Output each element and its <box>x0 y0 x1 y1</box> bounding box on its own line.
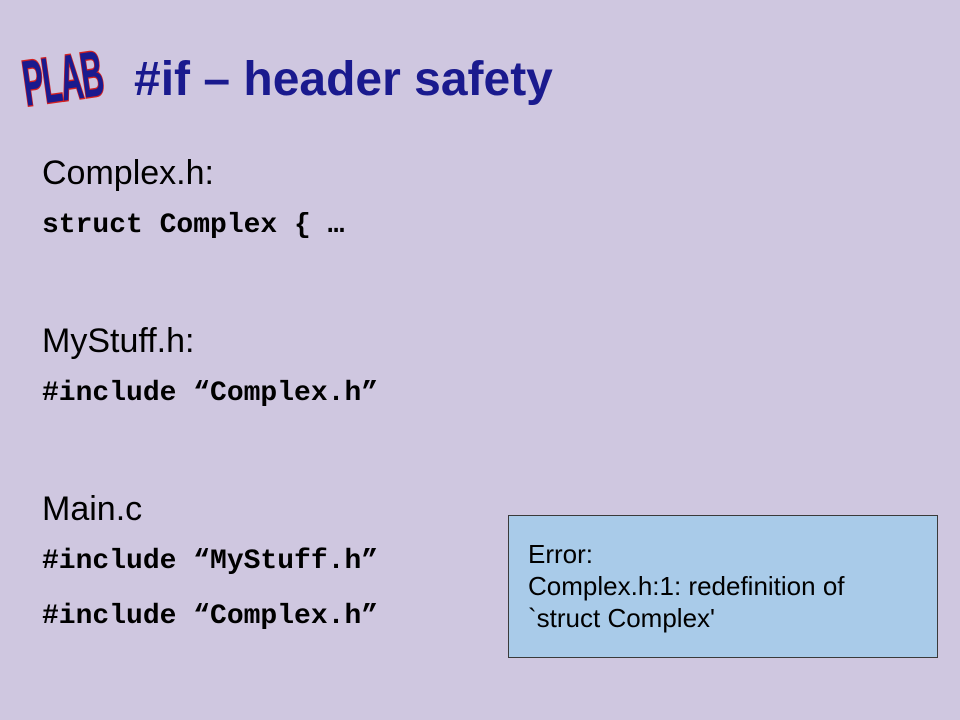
heading-main-c: Main.c <box>42 490 143 528</box>
plab-logo: PLAB <box>17 36 108 120</box>
heading-mystuff-h: MyStuff.h: <box>42 322 195 360</box>
error-callout: Error: Complex.h:1: redefinition of `str… <box>508 515 938 658</box>
error-line-message: Complex.h:1: redefinition of <box>528 571 845 601</box>
heading-complex-h: Complex.h: <box>42 154 214 192</box>
plab-logo-text: PLAB <box>18 37 107 120</box>
error-line-label: Error: <box>528 539 593 569</box>
code-line-include-mystuff: #include “MyStuff.h” <box>42 546 379 577</box>
code-line-struct-complex: struct Complex { … <box>42 210 345 241</box>
error-line-detail: `struct Complex' <box>528 603 716 633</box>
code-line-include-complex-again: #include “Complex.h” <box>42 601 379 632</box>
slide-title: #if – header safety <box>134 53 553 106</box>
code-line-include-complex: #include “Complex.h” <box>42 378 379 409</box>
